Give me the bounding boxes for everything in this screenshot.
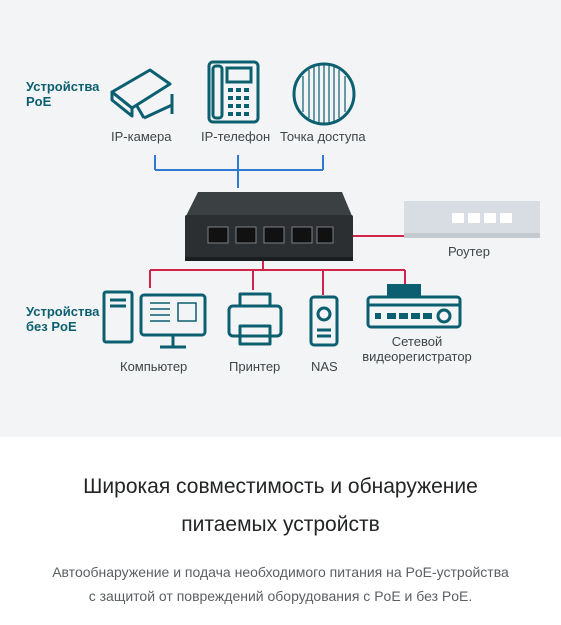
label-ip-phone: IP-телефон — [201, 129, 271, 144]
description-line1: Автообнаружение и подача необходимого пи… — [52, 564, 509, 580]
group-label-poe: Устройства PoE — [26, 79, 99, 109]
group-label-non-poe: Устройства без PoE — [26, 304, 99, 334]
label-router: Роутер — [448, 244, 490, 259]
headline-line1: Широкая совместимость и обнаружение — [83, 475, 478, 498]
label-nvr-line2: видеорегистратор — [362, 349, 472, 364]
poe-switch — [185, 192, 353, 261]
access-point-grille — [302, 64, 346, 124]
group-label-poe-line2: PoE — [26, 94, 52, 109]
nas-icon — [309, 295, 339, 347]
computer-screen-lines — [150, 302, 197, 322]
nvr-front-panel — [375, 284, 432, 319]
diagram-panel: Устройства PoE Устройства без PoE IP-кам… — [0, 0, 561, 437]
label-nvr-line1: Сетевой — [391, 334, 443, 349]
computer-icon — [102, 290, 207, 349]
ip-camera-icon — [110, 68, 174, 120]
headline-line2: питаемых устройств — [181, 513, 380, 536]
label-ip-camera: IP-камера — [111, 129, 172, 144]
network-diagram — [102, 60, 540, 349]
group-label-non-poe-line1: Устройства — [26, 304, 100, 319]
ip-phone-icon — [207, 60, 260, 124]
label-computer: Компьютер — [120, 359, 188, 374]
printer-icon — [227, 292, 283, 346]
label-nas: NAS — [311, 359, 338, 374]
ip-phone-keypad — [228, 88, 249, 116]
label-printer: Принтер — [229, 359, 281, 374]
group-label-non-poe-line2: без PoE — [26, 319, 77, 334]
router-device — [404, 201, 540, 238]
description-line2: с защитой от повреждений оборудования с … — [88, 588, 473, 604]
label-access-point: Точка доступа — [280, 129, 366, 144]
nvr-icon — [366, 295, 462, 329]
group-label-poe-line1: Устройства — [26, 79, 100, 94]
label-nvr: Сетевой видеорегистратор — [357, 334, 477, 364]
